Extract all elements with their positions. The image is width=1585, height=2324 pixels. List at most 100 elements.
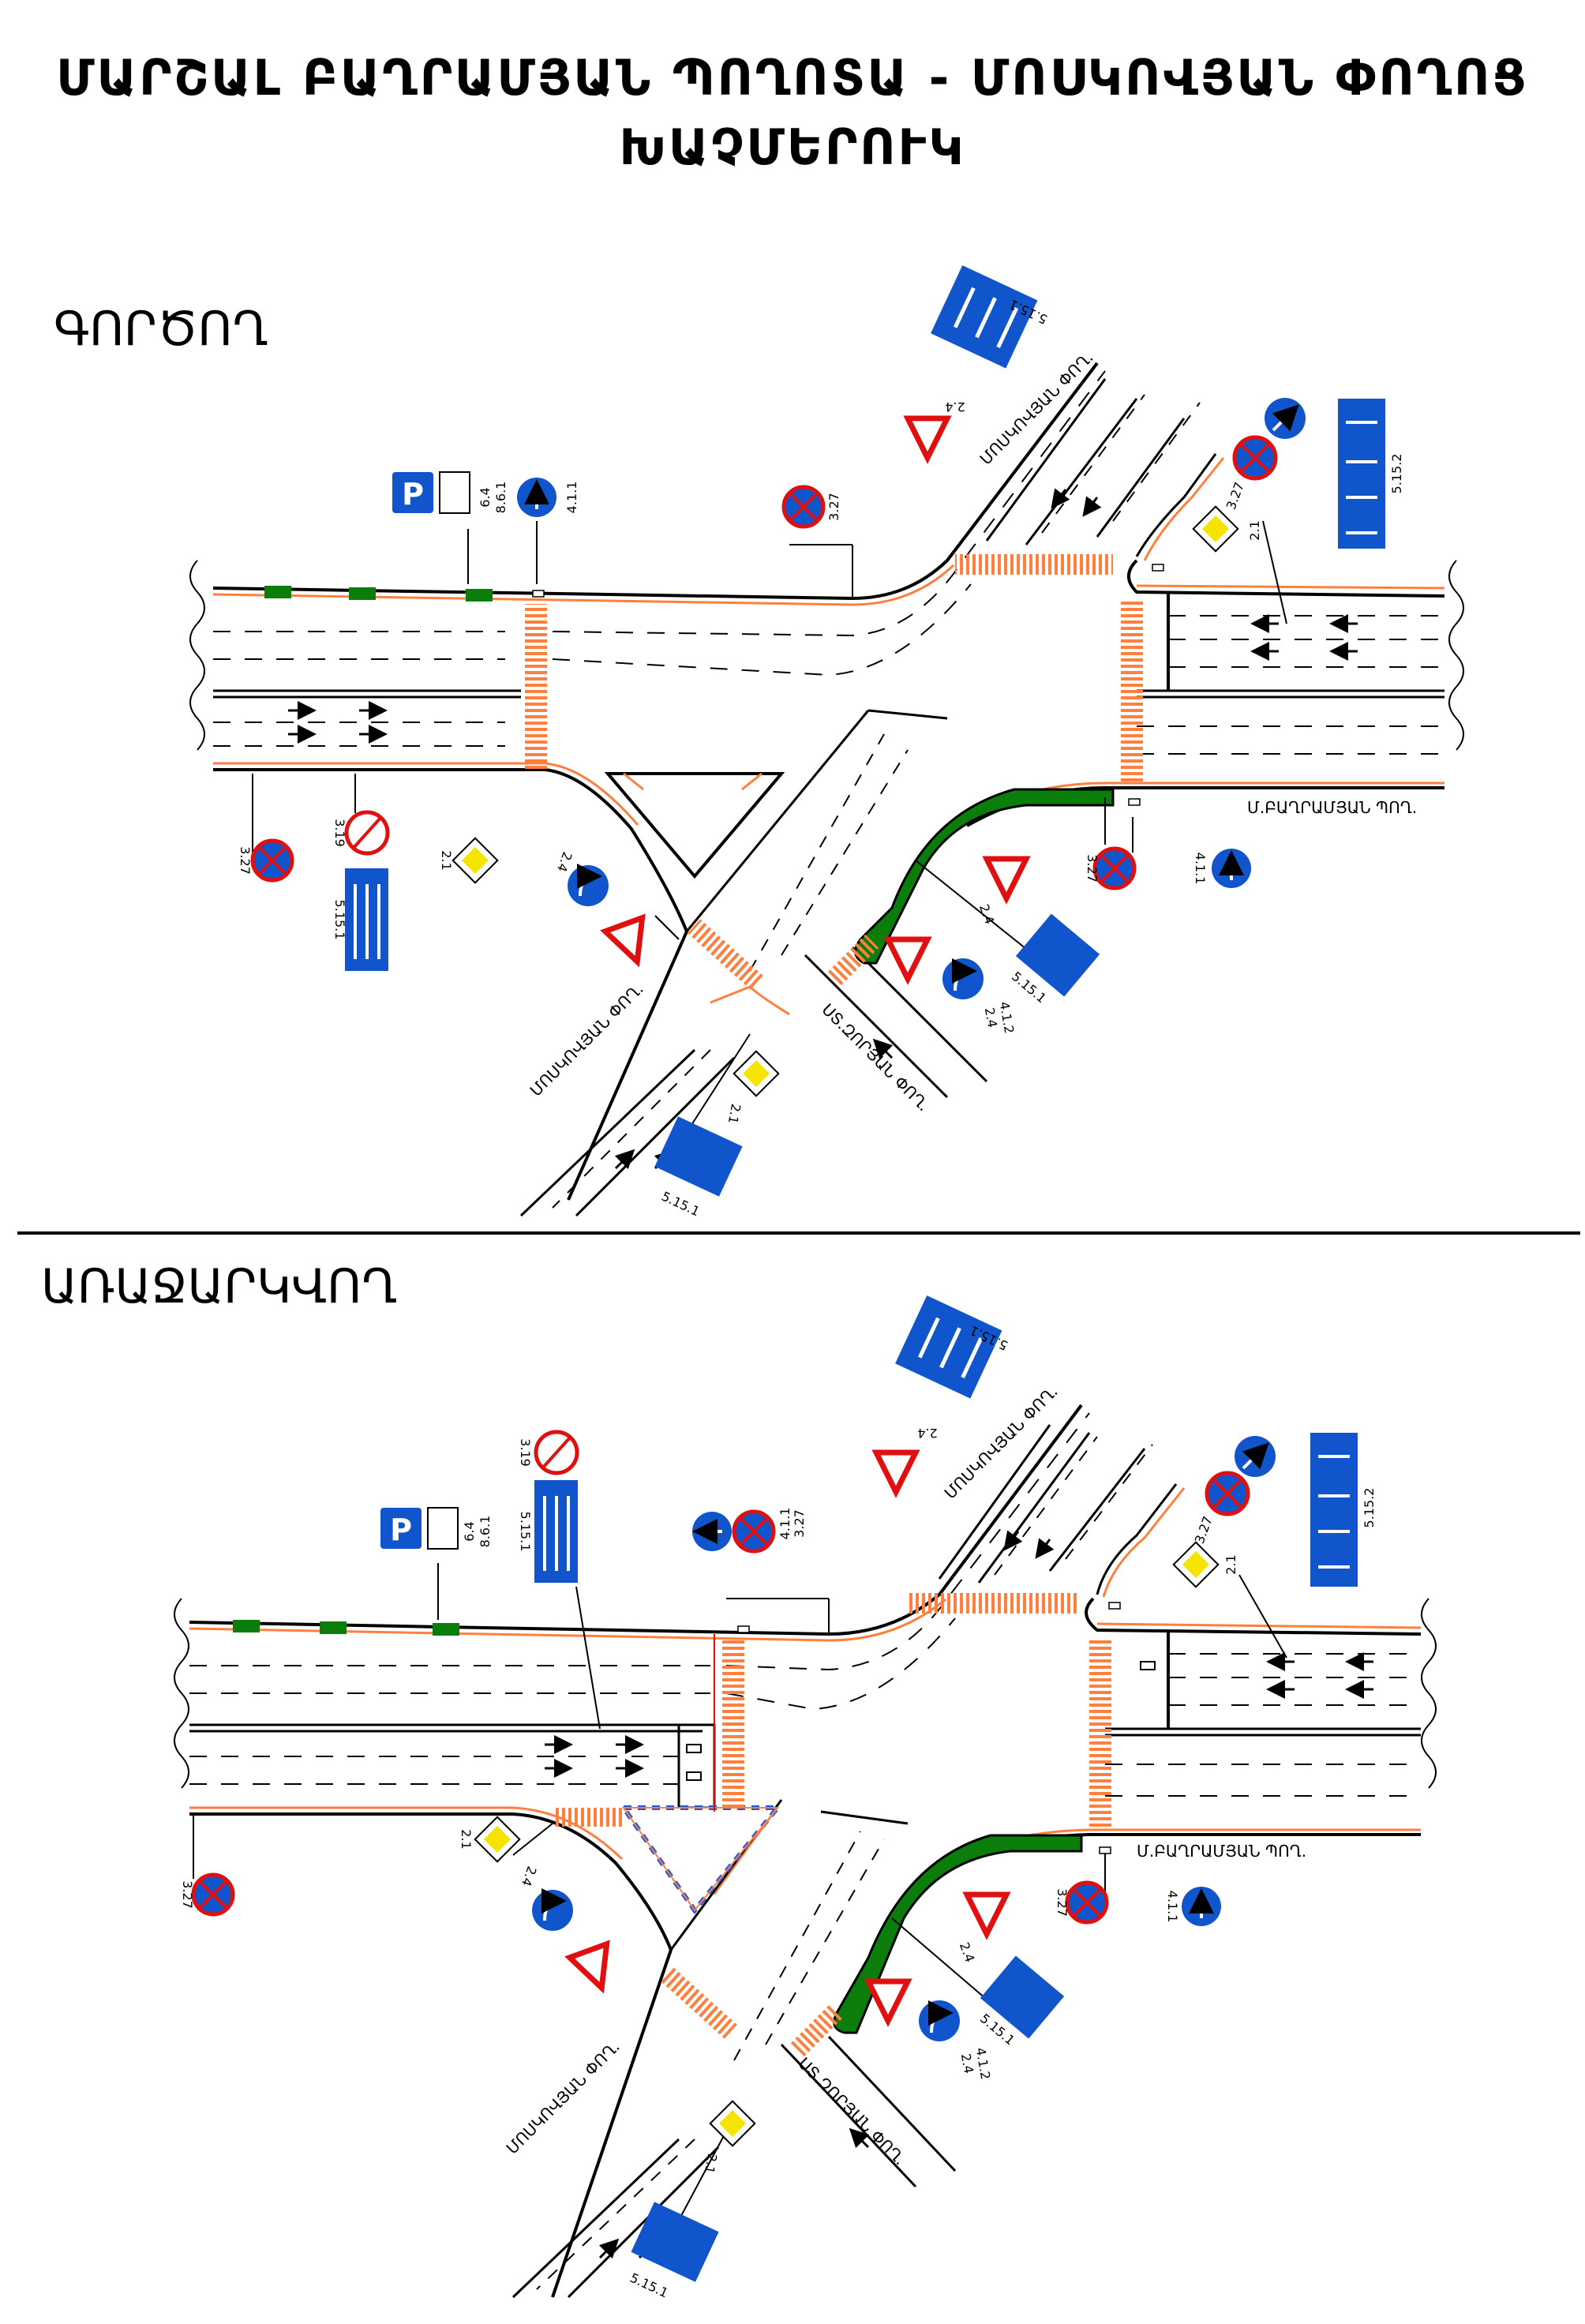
svg-text:6.4: 6.4	[462, 1521, 477, 1541]
page-title-line1: ՄԱՐՇԱԼ ԲԱՂՐԱՄՅԱՆ ՊՈՂՈՏԱ - ՄՈՍԿՈՎՅԱՆ ՓՈՂՈ…	[56, 49, 1529, 107]
street-label-moskovyan-north: ՄՈՍԿՈՎՅԱՆ ՓՈՂ.	[941, 1381, 1062, 1502]
road-break-right	[1421, 1598, 1437, 1789]
crosswalk-west	[722, 1638, 744, 1808]
turn-right-sign-icon	[532, 1890, 573, 1931]
svg-text:5.15.1: 5.15.1	[332, 900, 347, 940]
crosswalk-south-west	[688, 919, 765, 991]
svg-text:3.19: 3.19	[518, 1438, 533, 1467]
lane-arrows	[288, 488, 1358, 1170]
svg-text:2.1: 2.1	[459, 1829, 474, 1849]
svg-text:4.1.1: 4.1.1	[564, 482, 579, 514]
give-way-sign-icon	[600, 913, 646, 968]
svg-text:P: P	[390, 1512, 412, 1547]
svg-text:3.27: 3.27	[826, 493, 841, 521]
give-way-sign-icon	[883, 936, 932, 985]
svg-text:3.27: 3.27	[1085, 854, 1100, 883]
lane-direction-sign-icon	[1015, 913, 1100, 997]
svg-text:2.4: 2.4	[957, 1940, 978, 1964]
svg-text:3.19: 3.19	[332, 819, 347, 847]
moskovyan-south-edge	[685, 710, 870, 932]
crosswalk-east	[1121, 600, 1143, 782]
svg-text:4.1.2: 4.1.2	[997, 1000, 1017, 1034]
svg-text:8.6.1: 8.6.1	[478, 1516, 493, 1548]
svg-text:3.27: 3.27	[792, 1509, 807, 1538]
give-way-sign-icon	[903, 415, 952, 464]
svg-text:4.1.1: 4.1.1	[1193, 853, 1208, 885]
svg-text:2.1: 2.1	[725, 1103, 744, 1125]
street-label-moskovyan-north: ՄՈՍԿՈՎՅԱՆ ՓՈՂ.	[976, 347, 1097, 468]
svg-text:3.27: 3.27	[180, 1880, 195, 1909]
crosswalk-north	[908, 1593, 1077, 1614]
proposed-intersection-plan: P 6.4 8.6.1 3.19 5.15.1 4.1.1 3.27 2.4 5…	[174, 1295, 1437, 2301]
crosswalk-south-east	[790, 2004, 844, 2057]
south-curb-west	[213, 768, 689, 1201]
street-label-baghramyan: Մ.ԲԱՂՐԱՄՅԱՆ ՊՈՂ.	[1247, 798, 1417, 817]
existing-section-label: ԳՈՐԾՈՂ	[54, 302, 268, 357]
parking-sign-icon	[392, 472, 433, 513]
road-break-right	[1448, 560, 1464, 751]
crosswalk-south-east	[826, 934, 879, 988]
svg-text:2.1: 2.1	[702, 2153, 720, 2175]
svg-text:4.1.2: 4.1.2	[973, 2046, 994, 2080]
svg-text:2.1: 2.1	[1223, 1554, 1238, 1574]
give-way-sign-icon	[962, 1891, 1011, 1940]
svg-text:2.4: 2.4	[982, 1006, 1000, 1029]
svg-text:8.6.1: 8.6.1	[493, 482, 508, 514]
parking-letter: P	[402, 477, 424, 512]
crosswalk-east	[1089, 1638, 1111, 1827]
lane-direction-sign-icon	[1310, 1433, 1358, 1587]
turn-right-sign-icon	[942, 958, 984, 999]
page-title-line2: ԽԱՉՄԵՐՈՒԿ	[619, 118, 966, 176]
traffic-island	[604, 772, 785, 879]
svg-text:5.15.1: 5.15.1	[518, 1512, 533, 1552]
proposed-section-label: ԱՌԱՋԱՐԿՎՈՂ	[41, 1259, 398, 1314]
parking-marker	[466, 589, 493, 602]
north-curb-east	[1127, 559, 1445, 598]
north-curb-west	[212, 362, 1099, 601]
give-way-sign-icon	[982, 856, 1031, 905]
moskovyan-north-street	[985, 378, 1217, 557]
svg-text:6.4: 6.4	[478, 487, 493, 507]
lane-direction-sign-icon	[654, 1116, 743, 1197]
svg-text:5.15.1: 5.15.1	[628, 2270, 670, 2301]
give-way-sign-icon	[564, 1940, 610, 1994]
street-label-baghramyan: Մ.ԲԱՂՐԱՄՅԱՆ ՊՈՂ.	[1137, 1842, 1306, 1861]
crosswalk-north	[955, 554, 1113, 575]
svg-text:2.1: 2.1	[439, 850, 454, 870]
svg-text:4.1.1: 4.1.1	[1165, 1891, 1180, 1923]
parking-marker	[264, 586, 291, 598]
road-break-left	[174, 1598, 189, 1789]
parking-marker	[349, 587, 376, 600]
road-break-left	[189, 560, 205, 751]
crosswalk-left-turn	[553, 1808, 624, 1827]
svg-text:3.27: 3.27	[1055, 1888, 1070, 1917]
svg-text:2.1: 2.1	[1247, 520, 1262, 540]
signal-stop-box	[677, 1723, 716, 1809]
svg-text:2.4: 2.4	[554, 850, 575, 874]
street-label-moskovyan-south: ՄՈՍԿՈՎՅԱՆ ՓՈՂ.	[526, 979, 647, 1100]
svg-text:5.15.2: 5.15.2	[1389, 454, 1404, 494]
svg-text:4.1.1: 4.1.1	[778, 1508, 792, 1540]
section-divider	[17, 1231, 1580, 1235]
existing-intersection-plan: P 6.4 8.6.1 4.1.1 3.27 2.4 5.15.1 3.27 2…	[189, 265, 1464, 1220]
lane-direction-sign-icon	[980, 1955, 1065, 2039]
svg-text:2.4: 2.4	[917, 1426, 937, 1441]
south-curb-west	[189, 1812, 673, 2298]
give-way-sign-icon	[864, 1978, 912, 2027]
turn-right-sign-icon	[568, 865, 609, 906]
street-label-sayat-nova: ՍՏ.ԶՈՐՅԱՆ ՓՈՂ.	[794, 2054, 909, 2169]
svg-text:2.4: 2.4	[945, 399, 965, 414]
proposed-island-hatch	[619, 1805, 783, 1915]
svg-text:3.27: 3.27	[1223, 480, 1247, 512]
svg-text:5.15.1: 5.15.1	[659, 1189, 702, 1220]
svg-text:3.27: 3.27	[238, 846, 253, 875]
crosswalk-west	[525, 604, 547, 770]
svg-text:3.27: 3.27	[1192, 1514, 1216, 1546]
lane-direction-sign-icon	[631, 2202, 719, 2282]
parking-sign-icon	[380, 1508, 422, 1549]
svg-text:2.4: 2.4	[519, 1865, 540, 1888]
svg-text:5.15.2: 5.15.2	[1362, 1488, 1377, 1528]
street-label-sayat-nova: ՍՏ.ԶՈՐՅԱՆ ՓՈՂ.	[818, 1000, 933, 1115]
sign-6-4-plate	[439, 471, 470, 514]
crosswalk-south-west	[660, 1966, 737, 2039]
